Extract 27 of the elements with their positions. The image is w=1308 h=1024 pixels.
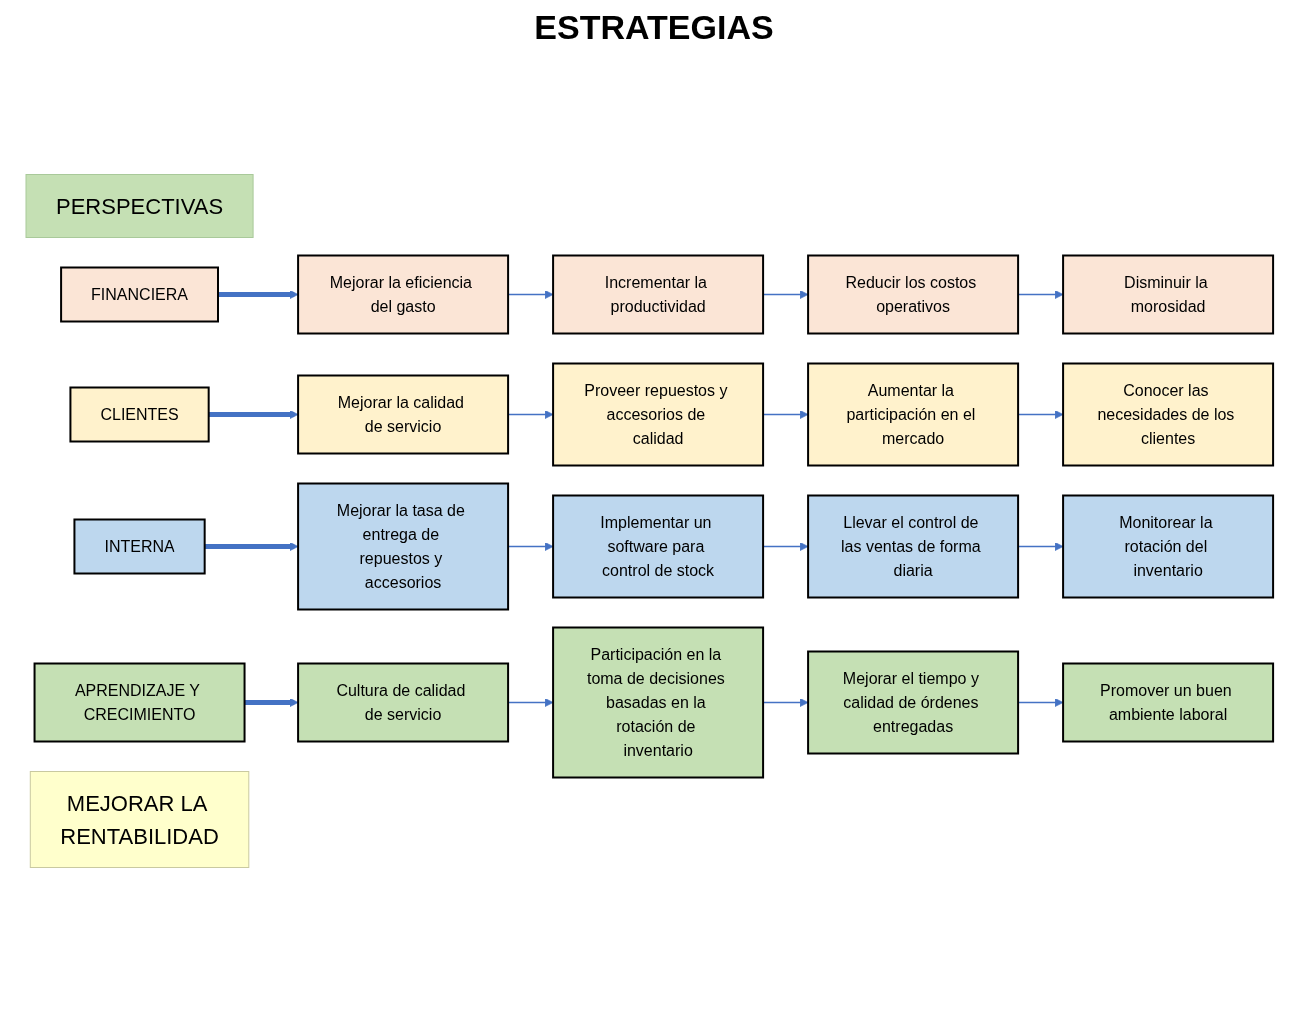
arrow [205, 542, 299, 551]
node-box: APRENDIZAJE Y CRECIMIENTO [34, 662, 246, 743]
node-box: CLIENTES [69, 386, 211, 443]
node-box: INTERNA [73, 518, 207, 575]
node-box: Conocer las necesidades de los clientes [1062, 362, 1275, 467]
node-box: Participación en la toma de decisiones basadas en la rotación de inventario [552, 626, 765, 779]
node-box: Cultura de calidad de servicio [297, 662, 510, 743]
node-box: FINANCIERA [60, 266, 220, 323]
node-box: Llevar el control de las ventas de forma diaria [807, 494, 1020, 599]
node-box: Mejorar la eficiencia del gasto [297, 254, 510, 335]
node-box: Mejorar el tiempo y calidad de órdenes entregadas [807, 650, 1020, 755]
node-box: Disminuir la morosidad [1062, 254, 1275, 335]
arrow [218, 290, 299, 299]
node-box: Mejorar la calidad de servicio [297, 374, 510, 455]
node-box: Proveer repuestos y accesorios de calidad [552, 362, 765, 467]
node-box: PERSPECTIVAS [25, 174, 255, 238]
arrow [209, 410, 299, 419]
arrow [245, 698, 299, 707]
node-box: Promover un buen ambiente laboral [1062, 662, 1275, 743]
node-box: Reducir los costos operativos [807, 254, 1020, 335]
node-box: Implementar un software para control de stock [552, 494, 765, 599]
node-box: Incrementar la productividad [552, 254, 765, 335]
diagram-title: ESTRATEGIAS [533, 8, 775, 47]
node-box: MEJORAR LA RENTABILIDAD [30, 771, 250, 868]
node-box: Monitorear la rotación del inventario [1062, 494, 1275, 599]
node-box: Mejorar la tasa de entrega de repuestos y accesorios [297, 482, 510, 611]
node-box: Aumentar la participación en el mercado [807, 362, 1020, 467]
